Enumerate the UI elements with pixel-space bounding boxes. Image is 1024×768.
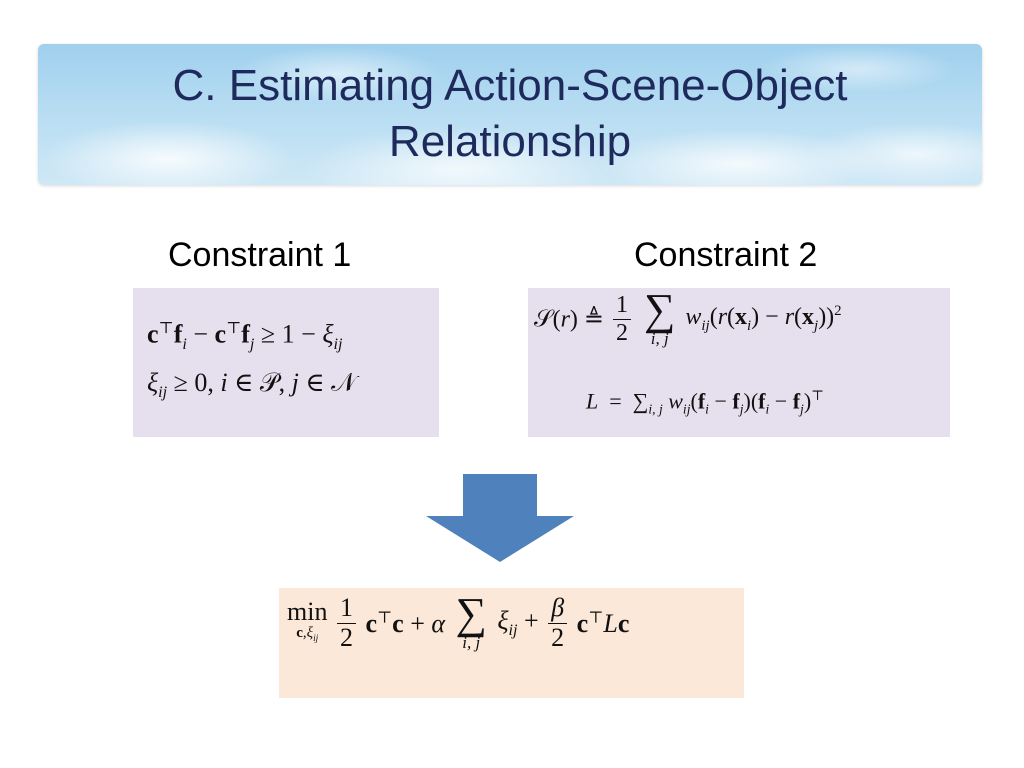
title-banner: C. Estimating Action-Scene-Object Relati…	[38, 44, 982, 185]
slide-title: C. Estimating Action-Scene-Object Relati…	[38, 58, 982, 170]
constraint-1-heading: Constraint 1	[168, 236, 352, 274]
title-line-2: Relationship	[388, 117, 632, 166]
constraint-2-heading: Constraint 2	[634, 236, 818, 274]
down-arrow-icon	[426, 474, 574, 562]
title-line-1: C. Estimating Action-Scene-Object	[172, 61, 848, 110]
constraint-1-box: c⊤fi − c⊤fj ≥ 1 − ξij ξij ≥ 0, i ∈ 𝒫, j …	[133, 288, 439, 437]
